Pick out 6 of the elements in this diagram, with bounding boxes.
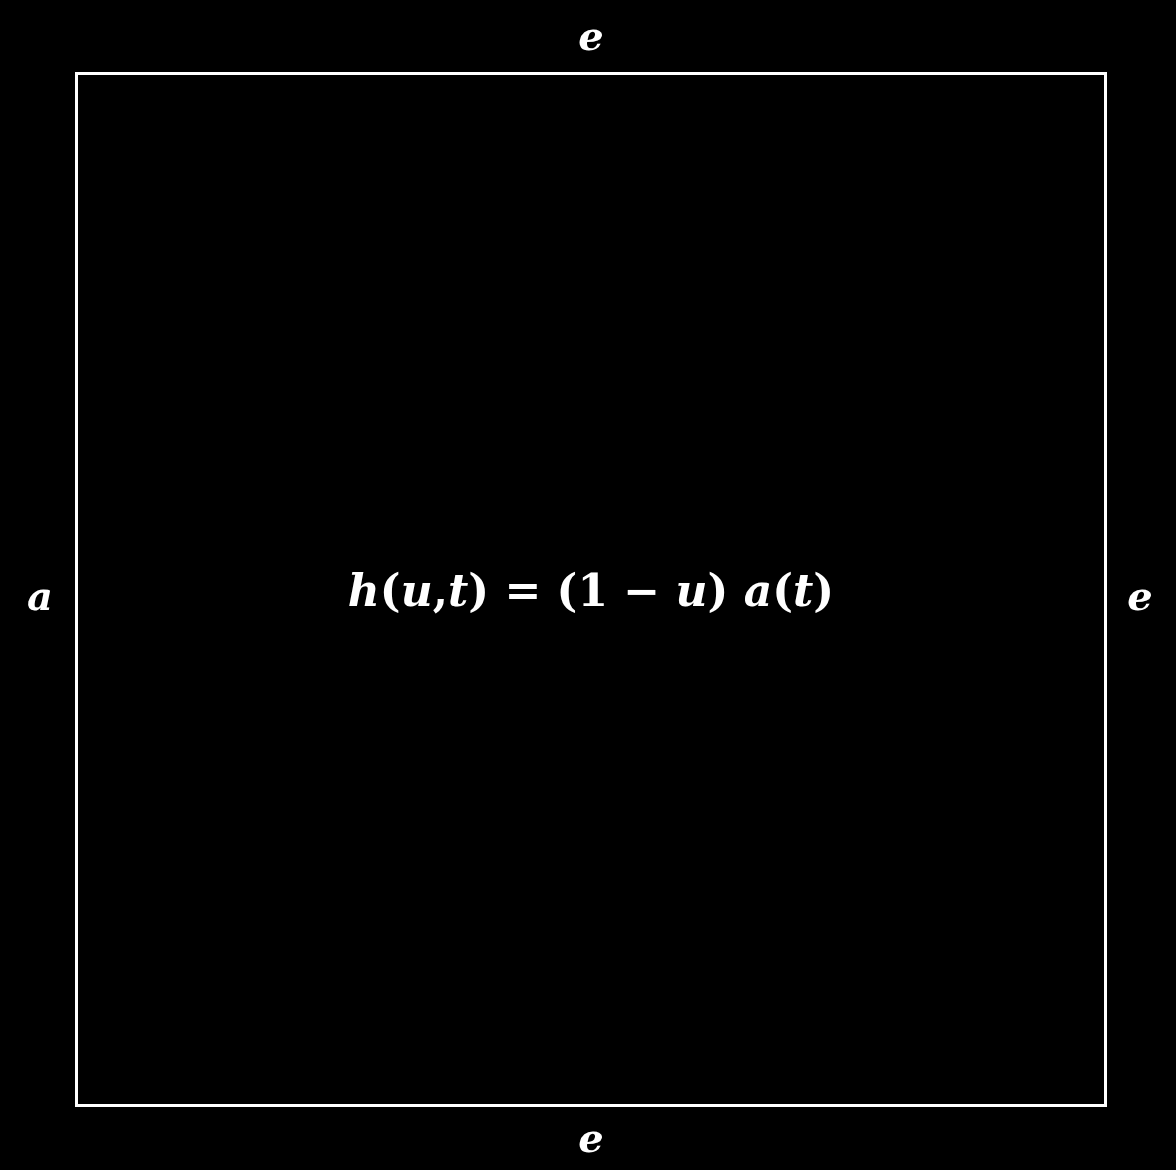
side-label: e — [577, 14, 605, 58]
formula: h(u,t) = (1 − u) a(t) — [347, 565, 835, 616]
square-region — [75, 72, 1107, 1107]
side-label: e — [1126, 574, 1154, 618]
side-label: a — [26, 574, 54, 618]
side-label: e — [577, 1116, 605, 1160]
